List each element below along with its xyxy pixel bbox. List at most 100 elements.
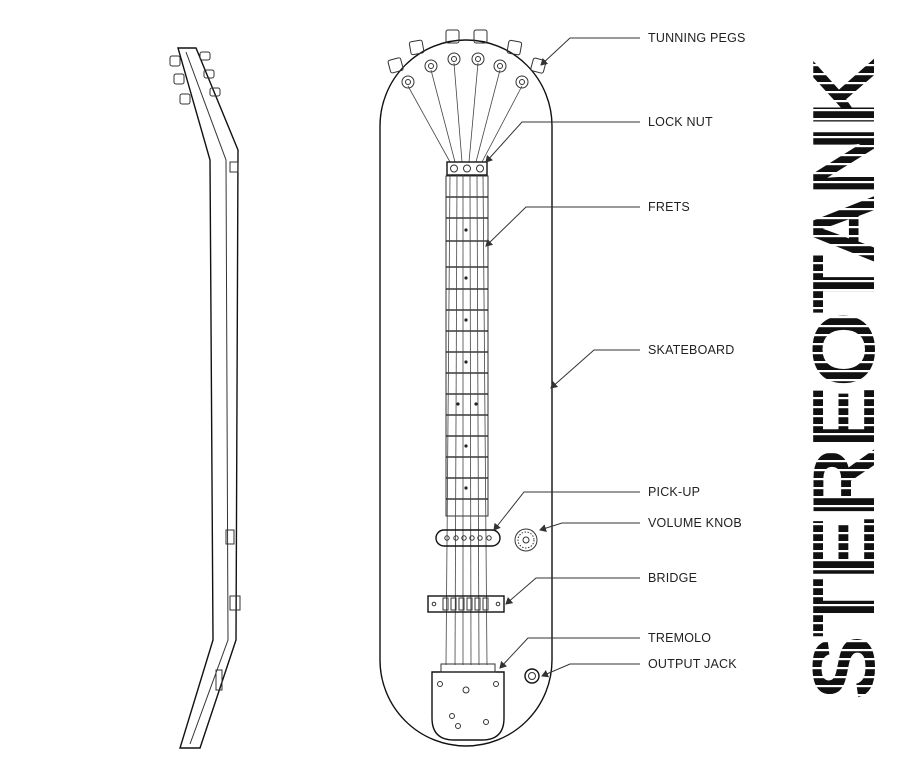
logo-stripe (800, 343, 880, 346)
logo-stripe (800, 109, 880, 112)
logo-stripe (800, 379, 880, 382)
logo-stripe (800, 640, 880, 643)
logo-stripe (800, 199, 880, 202)
side-pegs (169, 51, 221, 105)
bridge (427, 595, 505, 613)
logo-stripe (800, 163, 880, 166)
logo-stripe (800, 64, 880, 67)
logo-stripe (800, 361, 880, 364)
logo-stripe (800, 73, 880, 76)
logo-stripe (800, 235, 880, 238)
label-skateboard: SKATEBOARD (648, 343, 735, 357)
pickup (435, 529, 501, 547)
logo-stripe (800, 604, 880, 607)
fret-inlay-dot (464, 444, 468, 448)
label-output-jack: OUTPUT JACK (648, 657, 737, 671)
fret-inlays (456, 228, 478, 490)
fret-inlay-dot (456, 402, 460, 406)
fretboard (445, 175, 489, 517)
fret-inlay-dot (464, 360, 468, 364)
logo-stripe (800, 208, 880, 211)
lock-nut (446, 161, 488, 176)
logo-stripe (800, 226, 880, 229)
logo-stripe (800, 586, 880, 589)
logo-stripe (800, 514, 880, 517)
frets (446, 196, 488, 500)
logo-stripe (800, 190, 880, 193)
logo-stripe (800, 433, 880, 436)
logo-stripe (800, 631, 880, 634)
logo-stripe (800, 442, 880, 445)
side-view (169, 47, 241, 749)
logo-stripe (800, 397, 880, 400)
logo-stripe (800, 262, 880, 265)
logo-stripe (800, 271, 880, 274)
logo-stripe (800, 145, 880, 148)
logo-stripe (800, 217, 880, 220)
label-bridge: BRIDGE (648, 571, 697, 585)
label-lock-nut: LOCK NUT (648, 115, 713, 129)
logo-stripe (800, 244, 880, 247)
logo-stripe (800, 298, 880, 301)
logo-stripe (800, 370, 880, 373)
logo-stripes (800, 64, 880, 706)
logo-stripe (800, 568, 880, 571)
logo-stripe (800, 181, 880, 184)
fret-inlay-dot (474, 402, 478, 406)
logo-stripe (800, 694, 880, 697)
fret-inlay-dot (464, 228, 468, 232)
logo-stripe (800, 289, 880, 292)
logo-stripe (800, 352, 880, 355)
logo-stripe (800, 469, 880, 472)
fret-inlay-dot (464, 486, 468, 490)
logo-stripe (800, 703, 880, 706)
fret-inlay-dot (464, 318, 468, 322)
logo-stripe (800, 280, 880, 283)
logo-stripe (800, 478, 880, 481)
strings-head (407, 62, 523, 163)
logo-stripe (800, 541, 880, 544)
label-tuning-pegs: TUNNING PEGS (648, 31, 746, 45)
logo-stripe (800, 505, 880, 508)
logo-stripe (800, 424, 880, 427)
logo-stripe (800, 460, 880, 463)
logo-stripe (800, 496, 880, 499)
logo-stripe (800, 406, 880, 409)
logo-stripe (800, 253, 880, 256)
logo-stripe (800, 685, 880, 688)
logo-stripe (800, 658, 880, 661)
logo-stripe (800, 100, 880, 103)
labels: TUNNING PEGS LOCK NUT FRETS SKATEBOARD P… (648, 31, 746, 671)
logo-stripe (800, 307, 880, 310)
logo-stripe (800, 532, 880, 535)
logo-stripe (800, 577, 880, 580)
volume-knob (514, 528, 538, 552)
front-view (379, 29, 553, 747)
tremolo (431, 663, 505, 741)
label-volume-knob: VOLUME KNOB (648, 516, 742, 530)
strings-neck (445, 174, 488, 666)
logo-stripe (800, 91, 880, 94)
fret-inlay-dot (464, 276, 468, 280)
logo-stripe (800, 559, 880, 562)
logo-stripe (800, 316, 880, 319)
output-jack (524, 668, 540, 684)
logo-stripe (800, 136, 880, 139)
logo-stripe (800, 676, 880, 679)
logo-stripe (800, 154, 880, 157)
logo-stripe (800, 487, 880, 490)
logo-stripe (800, 451, 880, 454)
logo-stripe (800, 127, 880, 130)
logo-stripe (800, 172, 880, 175)
label-pickup: PICK-UP (648, 485, 700, 499)
callouts (485, 37, 640, 678)
logo-stripe (800, 334, 880, 337)
logo-stripe (800, 523, 880, 526)
logo-stripe (800, 118, 880, 121)
logo-stripe (800, 82, 880, 85)
logo-stripe (800, 415, 880, 418)
skateboard-deck (379, 39, 553, 747)
logo-stripe (800, 550, 880, 553)
logo-stripe (800, 667, 880, 670)
logo-stripe (800, 325, 880, 328)
